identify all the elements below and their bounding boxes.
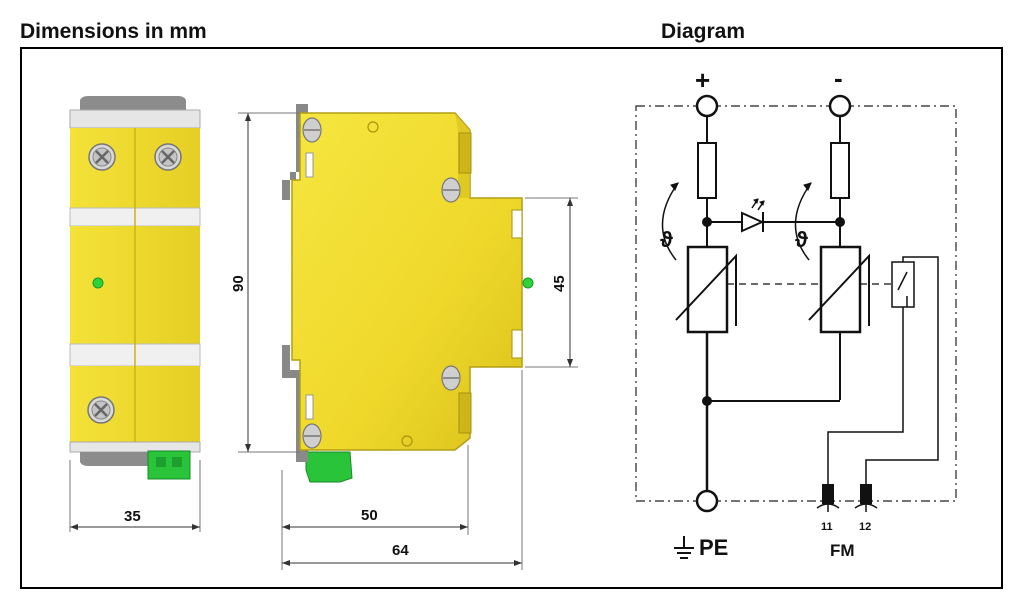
led-icon — [741, 198, 765, 233]
fm-wire-11 — [827, 307, 904, 488]
diagram-title: Diagram — [661, 20, 746, 43]
side-body — [291, 112, 523, 451]
ground-icon — [674, 536, 694, 559]
varistor-right-curve — [808, 253, 870, 326]
dim-90-label: 90 — [230, 275, 247, 292]
front-status-led — [92, 277, 104, 289]
dim-50-label: 50 — [361, 507, 378, 524]
fuse-left — [697, 142, 717, 199]
terminal-pe — [695, 489, 719, 513]
plus-label: + — [695, 65, 710, 95]
dim-35-label: 35 — [124, 508, 141, 525]
enclosure-border — [635, 105, 957, 502]
pe-label: PE — [699, 535, 728, 560]
fm-switch — [891, 261, 915, 308]
terminal-12 — [860, 484, 872, 504]
junction-led-right — [835, 217, 845, 227]
terminal-11 — [822, 484, 834, 504]
fuse-right — [830, 142, 850, 199]
front-view: 35 — [69, 96, 201, 532]
fm-wire-12 — [865, 256, 939, 488]
front-screw-1 — [88, 143, 116, 171]
front-fm-connector — [147, 450, 191, 480]
front-screw-3 — [87, 396, 115, 424]
varistor-left-curve — [675, 253, 737, 326]
fm-label: FM — [830, 541, 855, 560]
thermal-arrow-right — [794, 182, 812, 261]
terminal-11-label: 11 — [821, 521, 833, 533]
dim-45-label: 45 — [551, 275, 568, 292]
terminal-plus — [695, 94, 719, 118]
side-view: 90 45 50 64 — [230, 104, 578, 570]
drawing-frame — [20, 47, 1003, 589]
terminal-12-label: 12 — [859, 521, 871, 533]
terminal-minus — [828, 94, 852, 118]
theta-right-label: ϑ — [795, 227, 808, 252]
side-fm-connector — [296, 451, 353, 483]
dim-64-label: 64 — [392, 542, 409, 559]
junction-bottom — [702, 396, 712, 406]
varistor-left — [686, 245, 729, 334]
front-screw-2 — [154, 143, 182, 171]
front-top-band — [69, 109, 201, 129]
schematic: + - — [635, 63, 957, 560]
dimensions-title: Dimensions in mm — [20, 20, 207, 43]
side-status-led — [522, 277, 534, 289]
front-top-clip — [80, 96, 186, 112]
thermal-arrow-left — [661, 182, 679, 261]
junction-led-left — [702, 217, 712, 227]
varistor-right — [819, 245, 862, 334]
minus-label: - — [834, 63, 843, 93]
theta-left-label: ϑ — [660, 227, 673, 252]
